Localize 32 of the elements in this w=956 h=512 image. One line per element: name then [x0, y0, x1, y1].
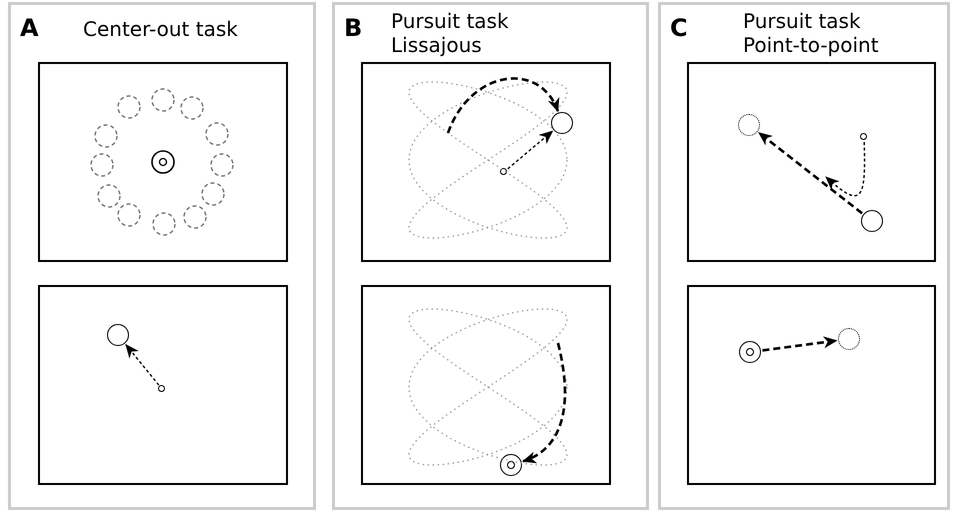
cursor-dot — [500, 168, 507, 175]
panel-letter: B — [344, 15, 362, 41]
panel — [8, 2, 316, 510]
screen-frame — [687, 62, 936, 262]
arrow — [446, 77, 560, 134]
panel-title: Pursuit task Lissajous — [391, 9, 510, 57]
panel-letter: A — [20, 15, 39, 41]
arrow — [758, 132, 863, 214]
screen-frame — [687, 285, 936, 485]
panel-title: Pursuit task Point-to-point — [743, 9, 880, 57]
dotted-target-circle — [838, 328, 860, 350]
screen-frame — [38, 285, 288, 485]
panel — [332, 2, 649, 510]
target-circle — [860, 210, 882, 232]
screen-frame — [361, 285, 611, 485]
cursor-ring — [738, 340, 760, 362]
arrow — [507, 130, 554, 170]
dotted-target-circle — [738, 114, 760, 136]
screen-frame — [38, 62, 288, 262]
arrow — [125, 344, 160, 386]
cursor-dot — [860, 133, 867, 140]
arrow — [762, 336, 838, 352]
arrow — [825, 142, 866, 196]
cursor-ring — [500, 454, 522, 476]
target-circle — [550, 112, 572, 134]
arrow — [522, 342, 566, 463]
panel-letter: C — [670, 15, 688, 41]
target-circle — [106, 324, 128, 346]
screen-frame — [361, 62, 611, 262]
cursor-dot — [158, 385, 165, 392]
panel — [658, 2, 950, 510]
panel-title: Center-out task — [83, 17, 239, 41]
